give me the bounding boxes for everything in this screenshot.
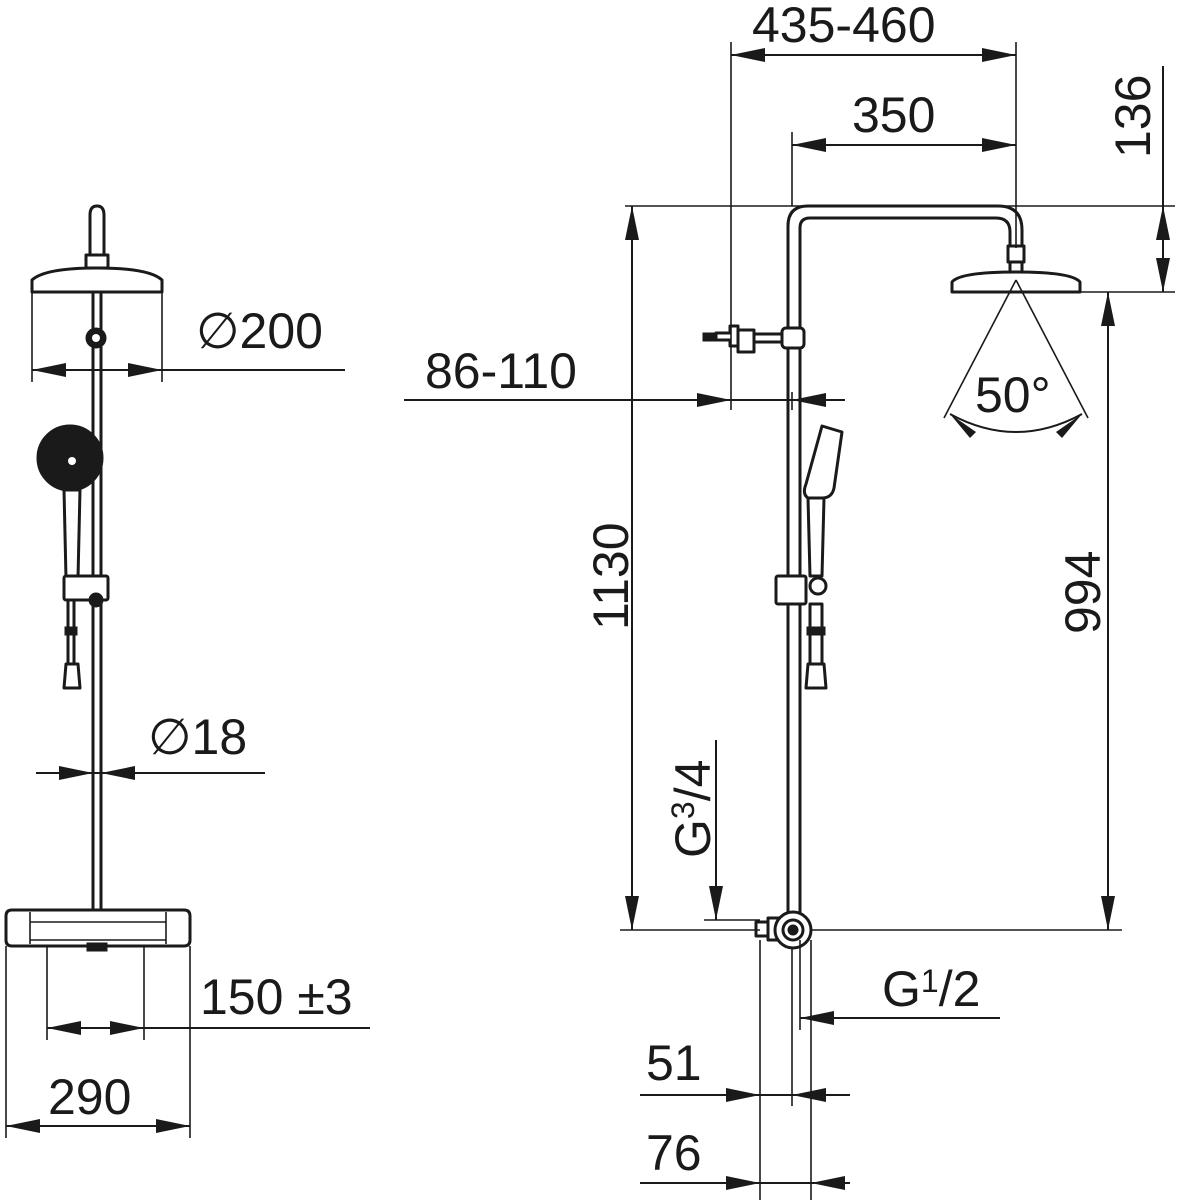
hand-shower-handle xyxy=(62,488,82,580)
shower-head-side xyxy=(950,270,1082,294)
head-diameter-label: ∅200 xyxy=(196,303,323,359)
riser-neck xyxy=(84,253,110,270)
front-view: ∅200 ∅18 150 ±3 290 xyxy=(4,204,370,1138)
outlet-thread-main: G xyxy=(665,819,721,858)
side-view: 435-460 350 136 86-110 1130 994 xyxy=(404,0,1175,1200)
inlet-thread-den: /2 xyxy=(939,961,981,1017)
slider-side xyxy=(774,574,808,606)
inlet-thread-label: G1/2 xyxy=(882,961,980,1017)
wall-bracket-side xyxy=(714,324,740,348)
outlet-thread-label: G3/4 xyxy=(665,760,721,858)
inlet-thread-num: 1 xyxy=(921,963,939,999)
arm-length-label: 350 xyxy=(852,87,935,143)
mixer-width-label: 290 xyxy=(48,1069,131,1125)
inlet-spacing-label: 150 ±3 xyxy=(200,969,353,1025)
total-height-label: 1130 xyxy=(583,522,639,630)
head-to-mixer-label: 994 xyxy=(1055,551,1111,634)
mixer-front xyxy=(4,908,192,948)
inlet-thread-main: G xyxy=(882,961,921,1017)
hand-shower-side xyxy=(802,424,844,500)
riser-top xyxy=(88,204,106,270)
outlet-thread-den: /4 xyxy=(665,760,721,802)
outlet-thread-num: 3 xyxy=(665,801,701,819)
mixer-depth-label: 76 xyxy=(646,1125,702,1181)
wall-bracket-label: 86-110 xyxy=(425,343,577,399)
overhead-reach-label: 435-460 xyxy=(752,0,936,53)
spray-angle-label: 50° xyxy=(975,367,1051,423)
rail-diameter-label: ∅18 xyxy=(148,709,247,765)
inlet-depth-label: 51 xyxy=(646,1035,702,1091)
shower-head-front xyxy=(30,266,164,294)
head-height-label: 136 xyxy=(1105,75,1161,158)
